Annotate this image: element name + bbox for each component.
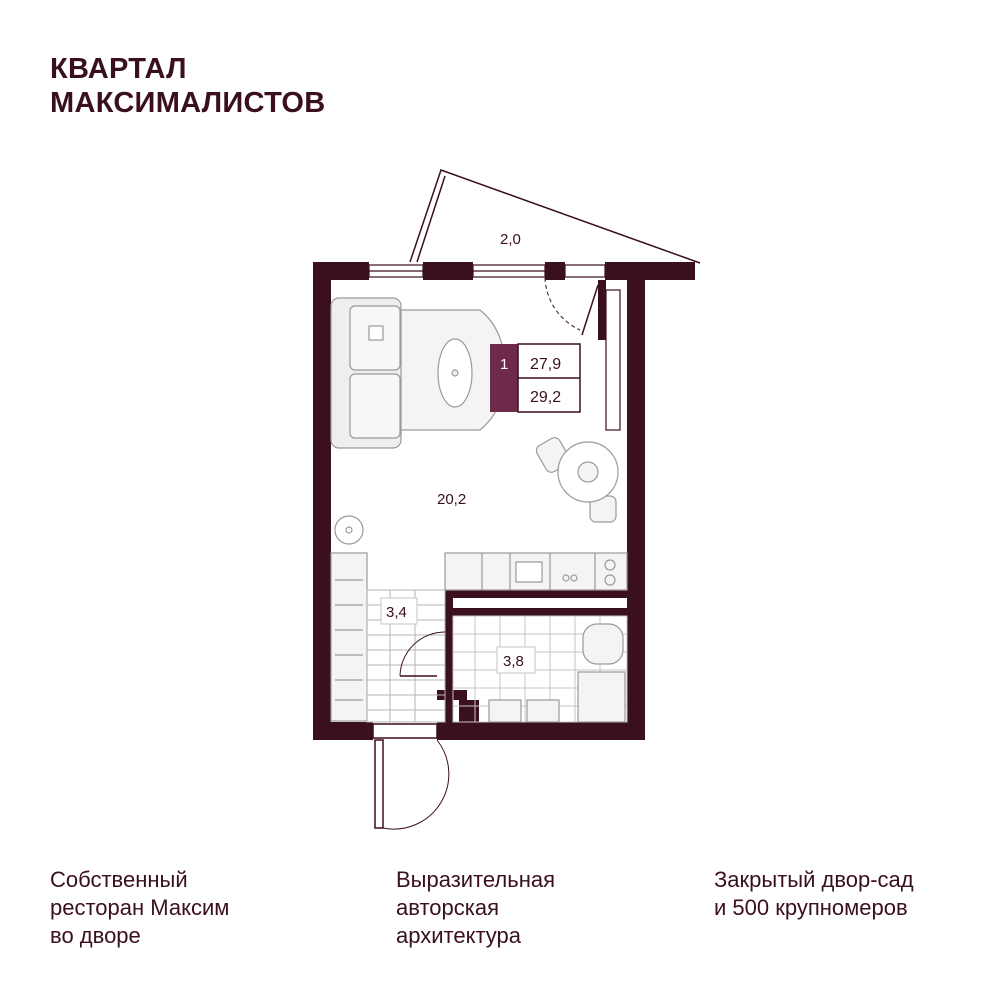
bathroom-fixtures [488, 623, 626, 723]
title-line-2: МАКСИМАЛИСТОВ [50, 87, 326, 119]
feature-line: авторская [396, 895, 499, 920]
feature-line: архитектура [396, 923, 521, 948]
title-line-1: КВАРТАЛ [50, 53, 187, 85]
bathroom-label-bg [496, 646, 536, 674]
balcony-area-label: 2,0 [500, 231, 521, 248]
living-area-value: 27,9 [530, 356, 561, 373]
kitchen [444, 552, 628, 591]
hall-area-label: 3,4 [386, 604, 407, 621]
feature-line: и 500 крупномеров [714, 895, 908, 920]
total-area-value: 29,2 [530, 389, 561, 406]
balcony-door-swing [544, 277, 581, 331]
windows [368, 264, 621, 431]
washing-machine-icon [334, 515, 364, 545]
main-room-area-label: 20,2 [437, 491, 466, 508]
bathroom-area-label: 3,8 [503, 653, 524, 670]
area-badge: 1 27,9 29,2 [490, 343, 581, 413]
balcony [409, 169, 701, 264]
wardrobe [330, 552, 368, 722]
hall-door-swing [399, 631, 446, 677]
project-title: КВАРТАЛ МАКСИМАЛИСТОВ [50, 52, 325, 120]
feature-line: Выразительная [396, 867, 556, 892]
feature-line: Закрытый двор-сад [714, 867, 914, 892]
feature-line: во дворе [50, 923, 141, 948]
entrance-door [372, 723, 450, 830]
feature-restaurant: Собственный ресторан Максим во дворе [50, 866, 229, 950]
feature-line: Собственный [50, 867, 188, 892]
feature-garden: Закрытый двор-сад и 500 крупномеров [714, 866, 914, 922]
feature-architecture: Выразительная авторская архитектура [396, 866, 555, 950]
walls [313, 262, 695, 740]
rooms-count: 1 [500, 356, 508, 373]
feature-line: ресторан Максим [50, 895, 230, 920]
sofa [330, 297, 506, 449]
hall-label-bg [380, 597, 418, 625]
partition-slots [466, 600, 600, 606]
dining-table [535, 437, 619, 523]
